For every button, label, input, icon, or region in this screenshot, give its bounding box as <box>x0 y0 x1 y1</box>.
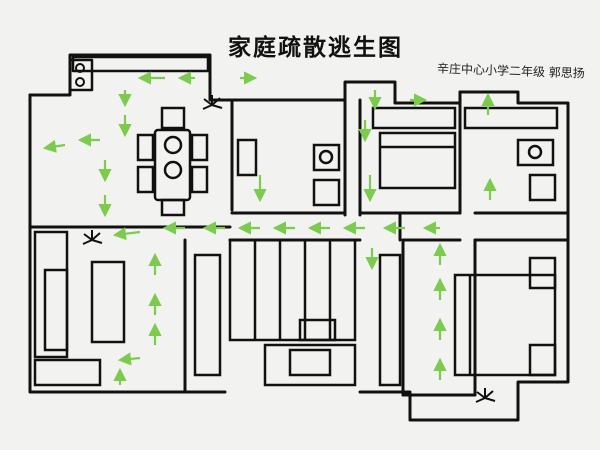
plant-icon <box>202 95 223 110</box>
diagram-title: 家庭疏散逃生图 <box>228 34 403 61</box>
outer-wall <box>28 93 227 394</box>
sink-icon <box>312 143 341 207</box>
couch <box>228 238 357 342</box>
wardrobe <box>463 106 559 130</box>
armchair <box>263 343 357 387</box>
side-shelf <box>378 253 402 387</box>
footstool <box>298 318 337 342</box>
outer-wall <box>230 80 397 105</box>
outer-wall <box>28 53 234 132</box>
sofa-icon <box>33 230 102 387</box>
evacuation-arrow-icon <box>42 71 497 385</box>
stove-icon <box>68 58 94 92</box>
nightstand <box>371 106 457 130</box>
bed-icon <box>378 131 457 190</box>
plant-icon <box>82 230 103 245</box>
nightstand <box>528 256 557 290</box>
bed-icon <box>453 273 557 377</box>
sink-icon <box>516 138 557 202</box>
nightstand <box>528 343 557 377</box>
side-shelf <box>193 253 222 377</box>
kitchen-counter <box>71 55 210 73</box>
plant-icon <box>475 388 496 403</box>
dining-table-icon <box>136 106 209 217</box>
cabinet <box>236 138 258 177</box>
tv-cabinet <box>90 260 126 344</box>
outer-wall <box>358 238 570 422</box>
